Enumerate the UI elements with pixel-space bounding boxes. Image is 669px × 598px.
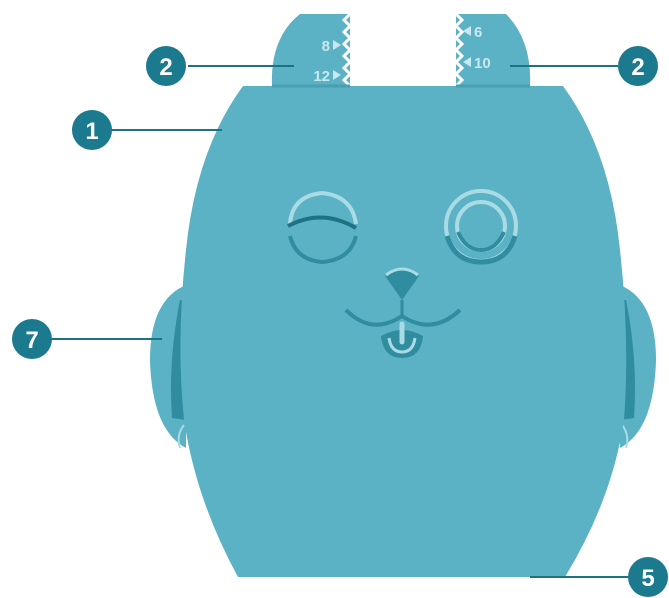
callout-2-right: 2 — [618, 46, 658, 86]
callout-7-label: 7 — [25, 327, 38, 354]
callout-5: 5 — [628, 557, 668, 597]
left-ear-mark-top: 8 — [322, 38, 330, 55]
callout-1-label: 1 — [85, 118, 98, 145]
callout-2-left-label: 2 — [159, 54, 172, 81]
right-ear-mark-bottom: 10 — [474, 55, 491, 72]
callout-1: 1 — [72, 110, 112, 150]
right-ear-mark-top: 6 — [474, 24, 482, 41]
left-ear-mark-bottom: 12 — [313, 68, 330, 85]
left-arm — [150, 285, 186, 448]
right-ear: 6 10 — [456, 14, 530, 86]
right-ear-shape — [456, 14, 530, 86]
callout-2-right-label: 2 — [631, 54, 644, 81]
callout-5-label: 5 — [641, 565, 654, 592]
left-ear: 8 12 — [272, 14, 350, 86]
callout-2-left: 2 — [146, 46, 186, 86]
callout-7: 7 — [12, 319, 52, 359]
